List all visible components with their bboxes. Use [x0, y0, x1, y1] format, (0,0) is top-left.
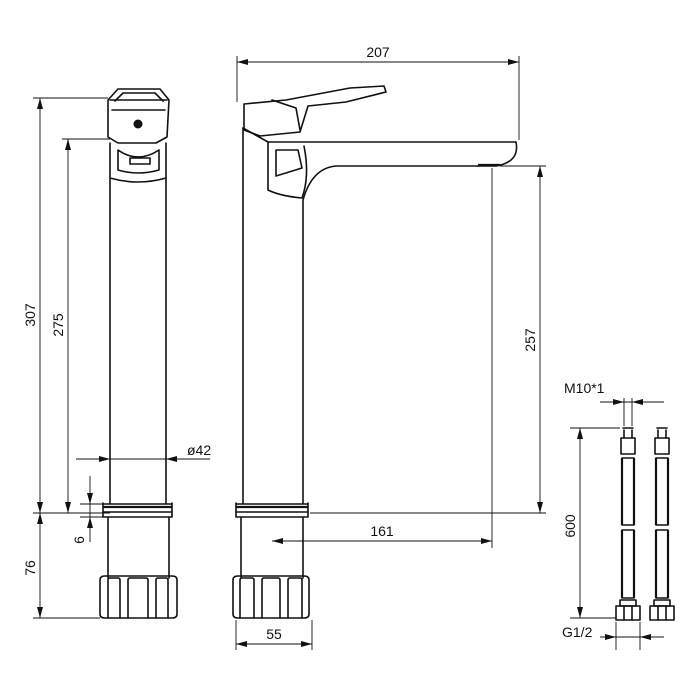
dimension-257: 257 — [310, 165, 546, 514]
dimension-label-161: 161 — [370, 523, 394, 539]
supply-hoses — [615, 427, 675, 621]
handle-screw-icon — [133, 119, 143, 129]
dimension-label-257: 257 — [522, 328, 538, 352]
dimension-diameter-42: ø42 — [76, 442, 211, 462]
dimension-label-6: 6 — [71, 536, 87, 544]
dimension-label-207: 207 — [366, 44, 390, 60]
dimension-label-g12: G1/2 — [562, 624, 593, 640]
dimension-6: 6 — [71, 476, 103, 544]
dimension-g12: G1/2 — [562, 622, 664, 650]
dimension-label-m10: M10*1 — [564, 380, 605, 396]
dimension-label-307: 307 — [22, 303, 38, 327]
front-view — [99, 88, 178, 619]
dimension-m10: M10*1 — [564, 380, 664, 426]
dimension-161: 161 — [272, 168, 493, 548]
dimension-76: 76 — [22, 513, 100, 619]
side-view — [232, 85, 518, 619]
dimension-275: 275 — [50, 138, 110, 514]
dimension-600: 600 — [562, 427, 620, 619]
dimension-307: 307 — [22, 97, 110, 514]
dimension-label-600: 600 — [562, 514, 578, 538]
dimension-label-76: 76 — [22, 560, 38, 576]
dimension-label-275: 275 — [50, 313, 66, 337]
dimension-label-55: 55 — [266, 626, 282, 642]
dimension-55: 55 — [235, 620, 313, 650]
dimension-207: 207 — [236, 44, 520, 140]
dimension-label-diameter-42: ø42 — [187, 442, 211, 458]
